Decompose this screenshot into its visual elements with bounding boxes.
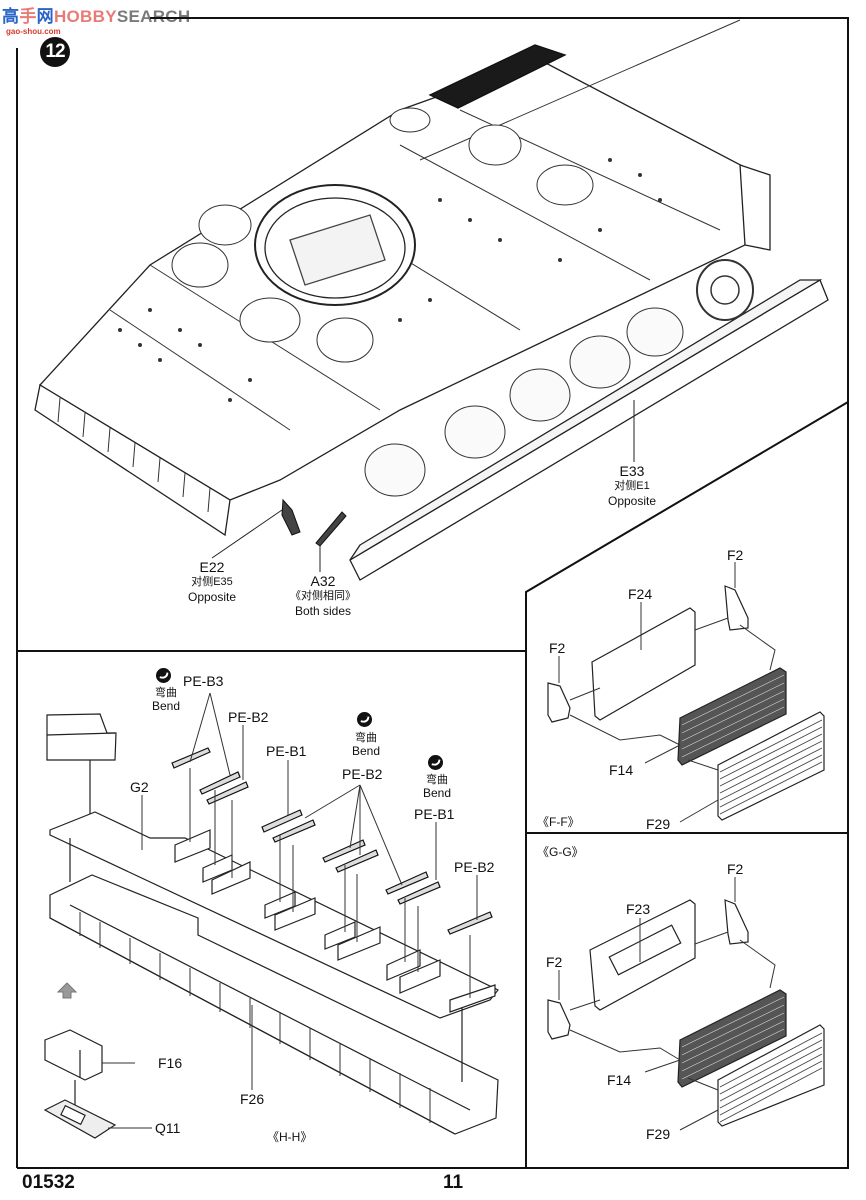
label-f29: F29 [646,1126,671,1142]
watermark-brand: SEARCH [116,7,191,26]
callout-e33-note-cn: 对侧E1 [614,480,650,492]
label-f2: F2 [546,954,563,970]
label-pe-b2: PE-B2 [228,709,269,725]
label-f14: F14 [607,1072,632,1088]
watermark-brand-faded: HOBBY [53,7,117,26]
bend-note-2: 弯曲 Bend [352,732,380,758]
callout-a32: A32 《对侧相同》 Both sides [290,574,356,619]
label-pe-b1: PE-B1 [266,743,307,759]
page-number: 11 [443,1172,464,1193]
ff-panel-border [525,401,849,1168]
label-f2: F2 [727,861,744,877]
watermark-logo-cn: 高 [2,7,20,26]
watermark-logo-mid: 手 [19,7,37,26]
bend-note-2-en: Bend [352,744,381,758]
label-pe-b2: PE-B2 [454,859,495,875]
watermark: 高手网HOBBYSEARCH [2,2,190,27]
bend-note-3-en: Bend [423,786,452,800]
label-pe-b2: PE-B2 [342,766,383,782]
label-f16: F16 [158,1055,183,1071]
callout-e22-note-en: Opposite [188,590,237,604]
bend-note-1: 弯曲 Bend [152,687,180,713]
ff-part-f24 [591,607,696,721]
callout-e33-part: E33 [619,463,645,479]
section-label-hh: 《H-H》 [267,1130,313,1144]
step-number-badge: 12 [40,37,70,67]
hh-drawing [43,713,499,1139]
label-g2: G2 [130,779,149,795]
section-label-ff: 《F-F》 [537,815,580,829]
leader-e22 [211,509,283,559]
bend-note-1-cn: 弯曲 [155,687,178,699]
callout-e33-note-en: Opposite [608,494,657,508]
callout-a32-part: A32 [310,573,336,589]
callout-e22-part: E22 [199,559,225,575]
label-pe-b3: PE-B3 [183,673,224,689]
label-f24: F24 [628,586,653,602]
label-q11: Q11 [155,1120,181,1136]
gg-part-f29 [717,1024,825,1127]
bend-icon [357,712,372,727]
bend-icon [428,755,443,770]
callout-e33: E33 对侧E1 Opposite [608,464,656,509]
bend-note-2-cn: 弯曲 [355,732,378,744]
bend-icon [156,668,171,683]
label-pe-b1: PE-B1 [414,806,455,822]
bend-note-1-en: Bend [152,699,181,713]
direction-arrow-icon [56,982,78,999]
part-g2-cover [46,713,117,761]
callout-a32-note-en: Both sides [294,604,352,618]
frame-top [150,17,849,1169]
hull-drawing [34,19,829,581]
rivets [118,158,662,402]
label-f29: F29 [646,816,671,832]
label-f2: F2 [549,640,566,656]
kit-number: 01532 [22,1172,75,1193]
watermark-logo-cn2: 网 [36,7,54,26]
bend-note-3: 弯曲 Bend [423,774,451,800]
label-f14: F14 [609,762,634,778]
label-f23: F23 [626,901,651,917]
part-f16 [44,1029,103,1081]
label-f2: F2 [727,547,744,563]
ff-drawing [547,585,825,821]
callout-a32-note-cn: 《对侧相同》 [290,590,356,602]
callout-e22: E22 对侧E35 Opposite [188,560,236,605]
engine-grille [428,44,567,109]
callout-e22-note-cn: 对侧E35 [191,576,233,588]
road-wheels [364,259,754,497]
gg-drawing [547,899,825,1127]
watermark-url: gao-shou.com [6,27,61,36]
label-f26: F26 [240,1091,265,1107]
bend-note-3-cn: 弯曲 [426,774,449,786]
section-label-gg: 《G-G》 [537,845,584,859]
